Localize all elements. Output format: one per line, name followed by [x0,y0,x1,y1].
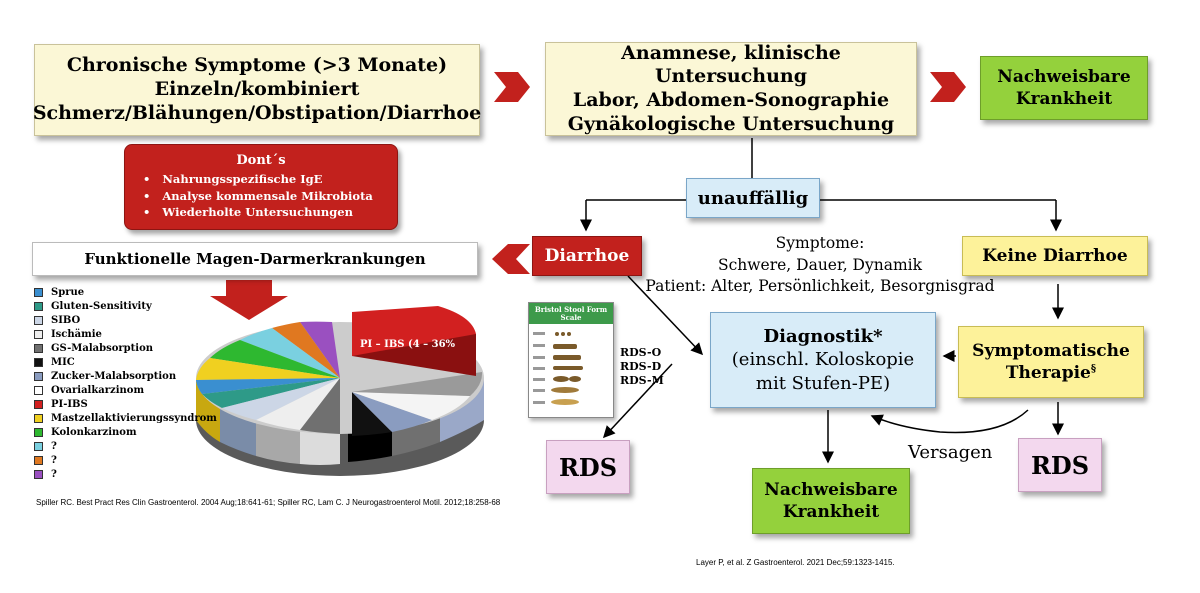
rds-code-d: RDS-D [620,359,662,373]
bristol-title: Bristol Stool Form Scale [529,303,613,325]
pi-ibs-label: PI – IBS (4 – 36% [360,339,456,350]
bristol-stool-types [533,332,583,406]
legend-item: SIBO [34,315,80,326]
diagnostik-title: Diagnostik* [763,325,883,347]
legend-item: Zucker-Malabsorption [34,371,176,382]
rds-code-m: RDS-M [620,373,664,387]
donts-item: • Nahrungsspezifische IgE [143,172,323,186]
legend-item: Gluten-Sensitivity [34,301,152,312]
diarrhoe-box: Diarrhoe [532,236,642,276]
legend-item: Sprue [34,287,84,298]
rds-codes: RDS-O RDS-D RDS-M [620,346,664,387]
therapie-line-2-wrap: Therapie§ [1006,362,1096,384]
legend-item: Ischämie [34,329,102,340]
symptoms-line-2: Schwere, Dauer, Dynamik [718,255,922,274]
legend-item: ? [34,455,57,466]
chronic-line-1: Chronische Symptome (>3 Monate) [66,54,448,77]
legend-item: PI-IBS [34,399,88,410]
workup-line-3: Gynäkologische Untersuchung [567,112,895,135]
donts-list: • Nahrungsspezifische IgE • Analyse komm… [135,171,373,221]
rds-box-right: RDS [1018,438,1102,492]
red-chevron-arrow-2 [930,72,966,102]
legend-item: Kolonkarzinom [34,427,137,438]
legend-item: GS-Malabsorption [34,343,153,354]
workup-box: Anamnese, klinische Untersuchung Labor, … [545,42,917,136]
rds-right-label: RDS [1030,450,1090,480]
versagen-label: Versagen [908,442,993,463]
therapie-line-1: Symptomatische [972,340,1130,361]
donts-item: • Analyse kommensale Mikrobiota [143,188,373,203]
disease-box-bottom: Nachweisbare Krankheit [752,468,910,534]
unauffaellig-label: unauffällig [697,187,809,209]
diagnostik-line-1: (einschl. Koloskopie [731,349,915,371]
disease-top-line-1: Nachweisbare [997,66,1131,87]
functional-label: Funktionelle Magen-Darmerkrankungen [84,250,426,268]
symptoms-line-3: Patient: Alter, Persönlichkeit, Besorgni… [645,277,995,296]
legend-item: ? [34,469,57,480]
red-chevron-arrow-1 [494,72,530,102]
legend-item: MIC [34,357,75,368]
chronic-symptoms-box: Chronische Symptome (>3 Monate) Einzeln/… [32,44,482,136]
donts-item: • Wiederholte Untersuchungen [143,205,353,220]
unauffaellig-box: unauffällig [686,178,820,218]
diagnostik-line-2: mit Stufen-PE) [755,372,891,394]
rds-box-left: RDS [546,440,630,494]
bristol-stool-chart: Bristol Stool Form Scale [528,302,614,418]
reference-right: Layer P, et al. Z Gastroenterol. 2021 De… [696,558,895,567]
reference-left: Spiller RC. Best Pract Res Clin Gastroen… [36,498,501,507]
red-chevron-arrow-3 [492,244,530,274]
functional-gi-box: Funktionelle Magen-Darmerkrankungen [32,242,478,276]
therapie-line-2: Therapie [1005,363,1091,383]
keine-diarrhoe-label: Keine Diarrhoe [982,246,1128,266]
workup-line-1: Anamnese, klinische Untersuchung [621,41,841,88]
legend-item: ? [34,441,57,452]
therapie-mark: § [1090,363,1097,375]
chronic-line-3: Schmerz/Blähungen/Obstipation/Diarrhoe [32,101,482,124]
red-down-arrow [210,280,288,320]
diarrhoe-label: Diarrhoe [544,246,630,266]
donts-box: Dont´s • Nahrungsspezifische IgE • Analy… [124,144,398,230]
rds-code-o: RDS-O [620,346,662,359]
disease-bottom-line-1: Nachweisbare [764,479,898,500]
rds-left-label: RDS [558,452,618,482]
workup-line-2: Labor, Abdomen-Sonographie [572,89,890,111]
legend-item: Mastzellaktivierungssyndrom [34,413,217,424]
diagnostik-box: Diagnostik* (einschl. Koloskopie mit Stu… [710,312,936,408]
disease-box-top-right: Nachweisbare Krankheit [980,56,1148,120]
donts-title: Dont´s [236,153,286,168]
symptoms-line-1: Symptome: [775,234,865,252]
therapie-box: Symptomatische Therapie§ [958,326,1144,398]
legend-item: Ovarialkarzinom [34,385,144,396]
disease-bottom-line-2: Krankheit [782,502,880,522]
chronic-line-2: Einzeln/kombiniert [154,78,360,101]
symptoms-text: Symptome: Schwere, Dauer, Dynamik Patien… [640,233,1000,298]
keine-diarrhoe-box: Keine Diarrhoe [962,236,1148,276]
disease-top-line-2: Krankheit [1015,89,1113,109]
